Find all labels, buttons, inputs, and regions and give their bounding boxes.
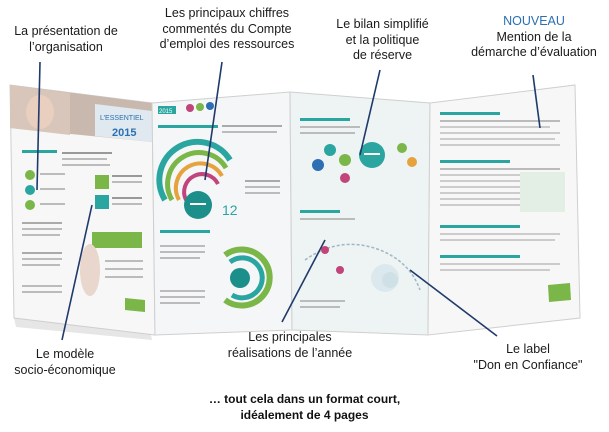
page2-year: 2015	[159, 109, 173, 115]
footer-caption: … tout cela dans un format court, idéale…	[0, 391, 609, 423]
callout-label-don-line-2: "Don en Confiance"	[473, 357, 583, 372]
pointer-arrows	[36, 61, 541, 341]
footer-line-1: … tout cela dans un format court,	[208, 392, 401, 406]
callout-chiffres: Les principaux chiffres commentés du Com…	[152, 6, 302, 53]
callout-bilan: Le bilan simplifié et la politique de ré…	[325, 17, 440, 64]
arrow-presentation	[36, 61, 41, 191]
callout-bilan-line-1: Le bilan simplifié	[336, 17, 429, 31]
callout-modele: Le modèle socio-économique	[10, 347, 120, 378]
callout-realisations-line-1: Les principales	[248, 330, 332, 344]
arrow-label	[409, 269, 498, 337]
callout-bilan-line-2: et la politique	[345, 32, 420, 47]
arrow-modele	[61, 204, 93, 341]
arrow-realisations	[281, 239, 326, 323]
cover-title: L’ESSENTIEL	[100, 115, 144, 122]
callout-presentation-line-1: La présentation de	[14, 24, 118, 38]
brochure-page-2: 2015 12	[151, 91, 293, 336]
callout-realisations-line-2: réalisations de l’année	[227, 345, 353, 360]
nouveau-tag: NOUVEAU	[503, 14, 565, 28]
callout-modele-line-1: Le modèle	[35, 347, 95, 361]
callout-realisations: Les principales réalisations de l’année	[215, 330, 365, 361]
arrow-evaluation	[532, 74, 541, 129]
callout-chiffres-line-2: commentés du Compte	[162, 21, 292, 36]
callout-chiffres-line-1: Les principaux chiffres	[164, 6, 290, 20]
brochure-page-3	[289, 91, 431, 336]
callout-evaluation-line-1: Mention de la	[496, 29, 572, 44]
arrow-bilan	[359, 69, 381, 156]
brochure-page-4	[427, 84, 581, 336]
callout-presentation: La présentation de l’organisation	[4, 24, 128, 55]
callout-bilan-line-3: de réserve	[352, 48, 413, 62]
callout-label-don-line-1: Le label	[506, 342, 550, 356]
page2-big-number: 12	[222, 202, 238, 218]
footer-line-2: idéalement de 4 pages	[240, 408, 369, 422]
callout-modele-line-2: socio-économique	[14, 362, 116, 377]
arrow-chiffres	[204, 61, 223, 181]
callout-evaluation: NOUVEAU Mention de la démarche d’évaluat…	[462, 14, 606, 61]
brochure-cover-page: L’ESSENTIEL 2015	[9, 84, 156, 336]
callout-presentation-line-2: l’organisation	[29, 39, 103, 54]
callout-chiffres-line-3: d’emploi des ressources	[159, 37, 295, 51]
callout-evaluation-line-2: démarche d’évaluation	[471, 45, 597, 59]
cover-year: 2015	[112, 127, 136, 139]
callout-label-don: Le label "Don en Confiance"	[462, 342, 594, 373]
